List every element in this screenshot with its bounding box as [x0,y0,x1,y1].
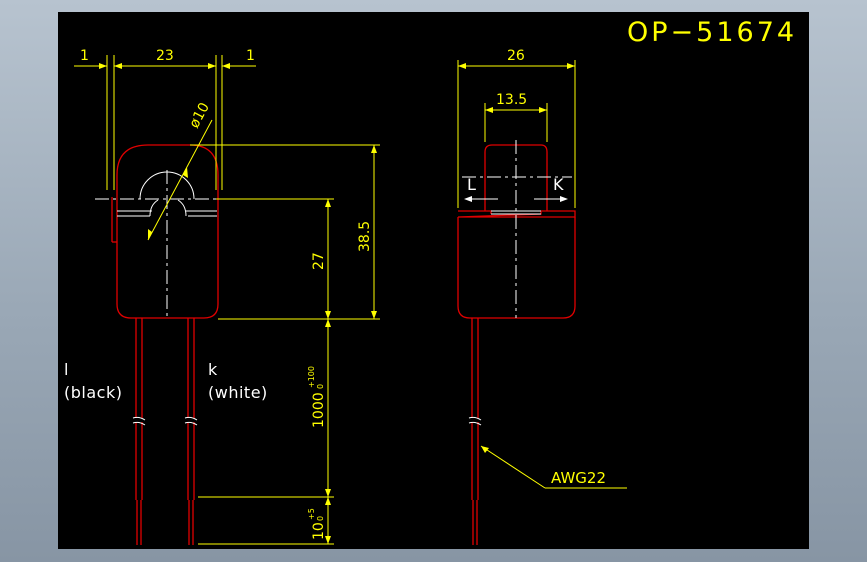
side-label-k: K [553,175,564,194]
side-dim-lens-width: 13.5 [496,92,527,108]
front-dim-right-gap: 1 [246,48,255,64]
drawing-title: OP−51674 [627,17,797,48]
front-dim-left-gap: 1 [80,48,89,64]
front-dim-lead-tol-upper: +100 [307,366,316,388]
front-dim-width: 23 [156,48,174,64]
front-body-outline [116,144,219,319]
side-label-l: L [467,175,476,194]
front-lead-left [132,318,146,545]
drawing-viewport[interactable] [58,12,809,549]
wire-callout: AWG22 [551,469,606,487]
front-dim-strip-length: 10 [311,522,327,540]
front-dim-lead-tol-lower: 0 [316,384,325,389]
front-diameter-leader [147,119,213,241]
front-dim-strip-tol-lower: 0 [316,516,325,521]
lead-right-name: k [208,360,218,379]
front-dim-strip-tol-upper: +5 [307,508,316,520]
front-dim-total-height: 38.5 [357,221,373,252]
lead-left-color: (black) [64,383,122,402]
lead-left-name: l [64,360,69,379]
front-dim-lead-length: 1000 [311,392,327,428]
lead-right-color: (white) [208,383,268,402]
front-dim-body-height: 27 [311,252,327,270]
front-view: ø10 1 23 1 38.5 27 [64,48,380,545]
front-lead-right [184,318,198,545]
front-flange-plate [117,210,217,217]
side-view: L K 26 13.5 AWG22 [457,48,627,545]
side-dim-width: 26 [507,48,525,64]
wire-callout-leader [480,445,546,489]
side-lead [468,318,482,545]
